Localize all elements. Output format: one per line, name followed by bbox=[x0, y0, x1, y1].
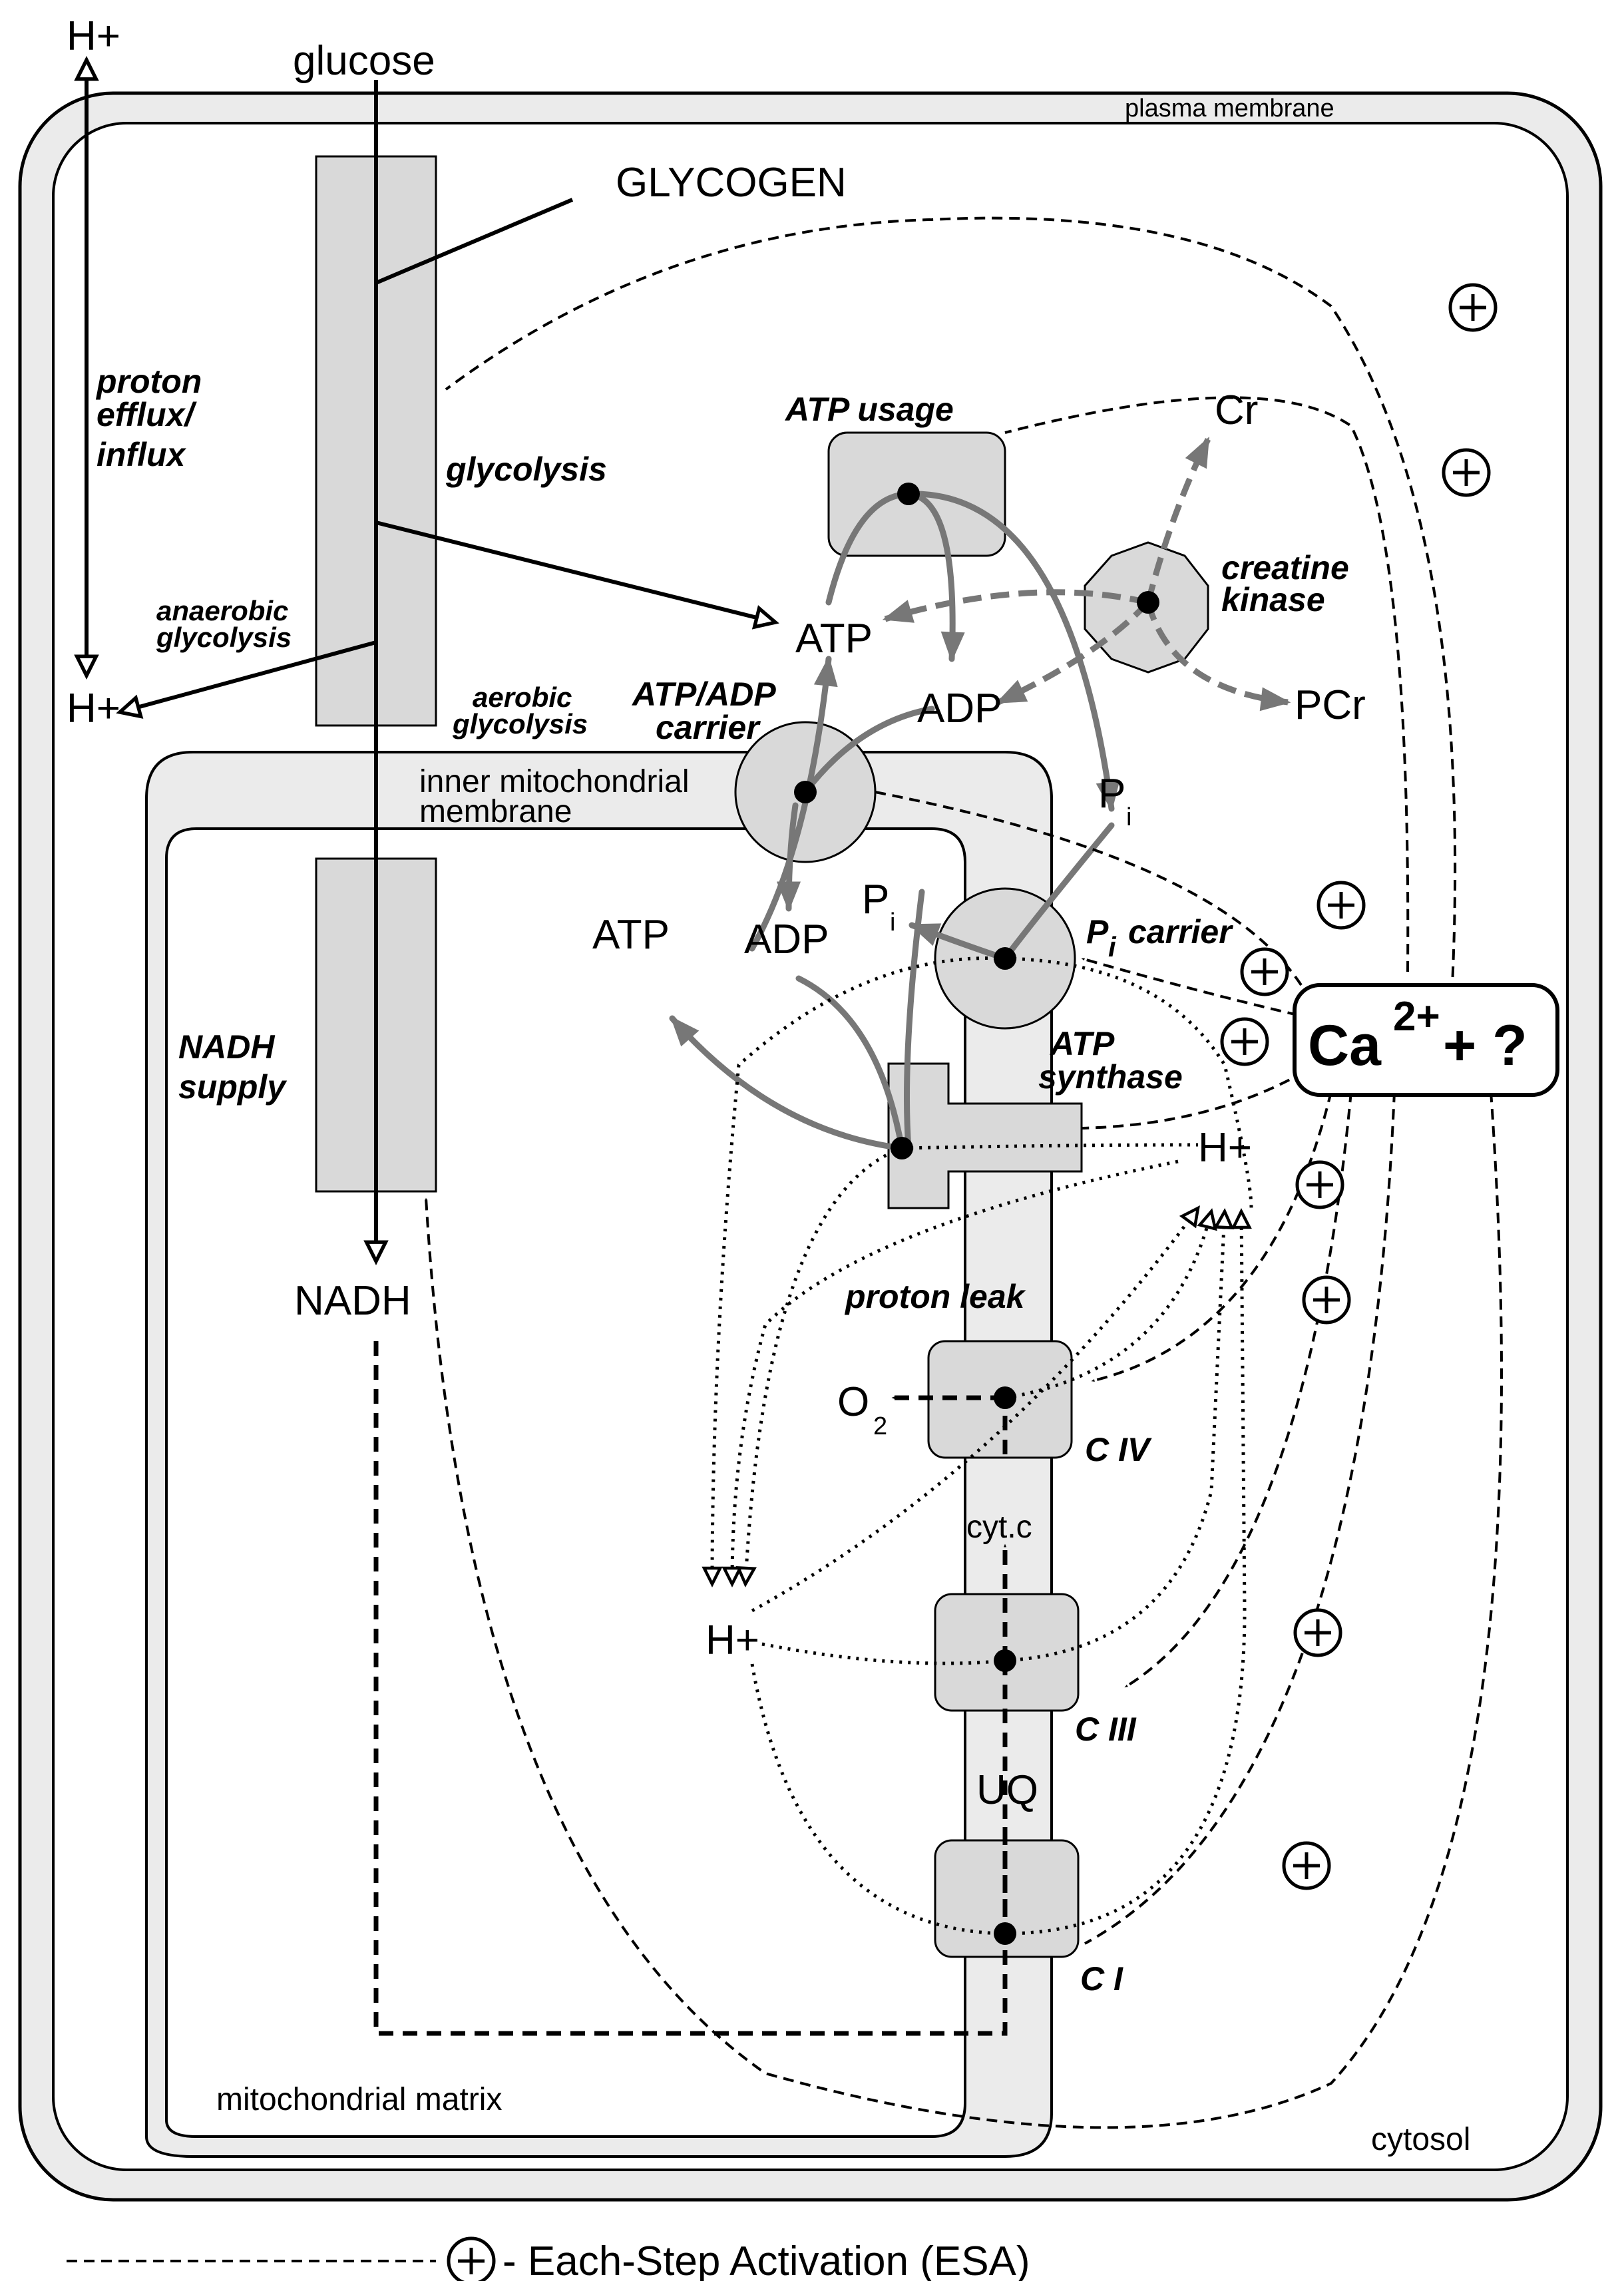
atp-adp-carrier-label-2: carrier bbox=[656, 709, 761, 746]
glucose-label: glucose bbox=[293, 38, 435, 84]
grey-flux-arrows bbox=[669, 491, 1120, 1151]
atp-cytosol-label: ATP bbox=[795, 616, 873, 662]
glycolysis-label: glycolysis bbox=[445, 451, 607, 488]
glycolysis-arrows bbox=[74, 55, 779, 1266]
node-dots bbox=[794, 483, 1159, 1945]
creatine-kinase-label-1: creatine bbox=[1221, 549, 1349, 586]
svg-text:O: O bbox=[837, 1379, 869, 1425]
svg-text:carrier: carrier bbox=[1128, 913, 1233, 950]
svg-text:P: P bbox=[862, 877, 889, 923]
h-plus-left-label: H+ bbox=[67, 686, 120, 731]
pi-matrix-label: P i bbox=[862, 877, 895, 936]
svg-text:i: i bbox=[890, 909, 895, 936]
cr-label: Cr bbox=[1215, 387, 1258, 433]
plasma-membrane-label: plasma membrane bbox=[1125, 95, 1334, 122]
aerobic-glycolysis-label-1: aerobic bbox=[473, 682, 572, 713]
svg-text:Ca: Ca bbox=[1308, 1014, 1382, 1078]
atp-synthase-label-1: ATP bbox=[1049, 1025, 1115, 1062]
pcr-label: PCr bbox=[1295, 682, 1366, 728]
proton-efflux-label-2: efflux/ bbox=[97, 396, 197, 433]
atp-usage-label: ATP usage bbox=[784, 391, 954, 428]
pi-carrier-label: P i carrier bbox=[1086, 913, 1233, 962]
svg-text:P: P bbox=[1098, 771, 1125, 817]
adp-cytosol-label: ADP bbox=[917, 686, 1002, 731]
svg-text:2+: 2+ bbox=[1393, 994, 1440, 1040]
inner-membrane-label-2: membrane bbox=[419, 794, 572, 829]
esa-activation-arrows bbox=[67, 216, 1503, 2262]
glycogen-label: GLYCOGEN bbox=[616, 160, 847, 206]
atp-synthase-shape bbox=[887, 1062, 1083, 1209]
cyt-c-label: cyt.c bbox=[966, 1510, 1032, 1545]
nadh-label: NADH bbox=[294, 1278, 411, 1324]
complex-i-label: C I bbox=[1080, 1960, 1123, 1997]
complex-iii-label: C III bbox=[1075, 1711, 1137, 1748]
creatine-kinase-arrows bbox=[882, 436, 1291, 712]
anaerobic-glycolysis-label-2: glycolysis bbox=[156, 622, 292, 653]
h-plus-top-label: H+ bbox=[67, 13, 120, 59]
proton-leak-label: proton leak bbox=[844, 1278, 1026, 1315]
pi-cytosol-label: P i bbox=[1098, 771, 1131, 831]
atp-matrix-label: ATP bbox=[592, 912, 670, 958]
svg-text:+ ?: + ? bbox=[1443, 1014, 1527, 1078]
atp-adp-carrier-label-1: ATP/ADP bbox=[631, 676, 776, 713]
anaerobic-glycolysis-label-1: anaerobic bbox=[156, 595, 288, 626]
nadh-supply-label-1: NADH bbox=[178, 1028, 275, 1066]
aerobic-glycolysis-label-2: glycolysis bbox=[452, 708, 588, 739]
h-plus-cytosol-label: H+ bbox=[1198, 1125, 1252, 1171]
adp-matrix-label: ADP bbox=[744, 917, 829, 962]
mitochondrial-matrix-label: mitochondrial matrix bbox=[216, 2082, 502, 2117]
svg-text:P: P bbox=[1086, 913, 1109, 950]
svg-text:2: 2 bbox=[873, 1412, 887, 1440]
h-plus-matrix-label: H+ bbox=[706, 1617, 759, 1663]
cytosol-label: cytosol bbox=[1371, 2122, 1470, 2157]
uq-label: UQ bbox=[976, 1767, 1038, 1813]
plus-circle-icon bbox=[447, 283, 1498, 2281]
calcium-label: Ca 2+ + ? bbox=[1308, 994, 1527, 1078]
complex-iv-label: C IV bbox=[1085, 1431, 1152, 1468]
proton-efflux-label-1: proton bbox=[95, 363, 202, 400]
nadh-supply-label-2: supply bbox=[178, 1068, 287, 1106]
calcium-box bbox=[1293, 983, 1559, 1097]
svg-text:i: i bbox=[1108, 931, 1117, 962]
atp-synthase-label-2: synthase bbox=[1038, 1058, 1183, 1096]
creatine-kinase-label-2: kinase bbox=[1221, 581, 1325, 618]
inner-membrane-label-1: inner mitochondrial bbox=[419, 764, 690, 799]
o2-label: O 2 bbox=[837, 1379, 887, 1440]
proton-efflux-label-3: influx bbox=[97, 436, 187, 473]
svg-text:i: i bbox=[1126, 803, 1131, 831]
legend-label: - Each-Step Activation (ESA) bbox=[503, 2238, 1030, 2281]
